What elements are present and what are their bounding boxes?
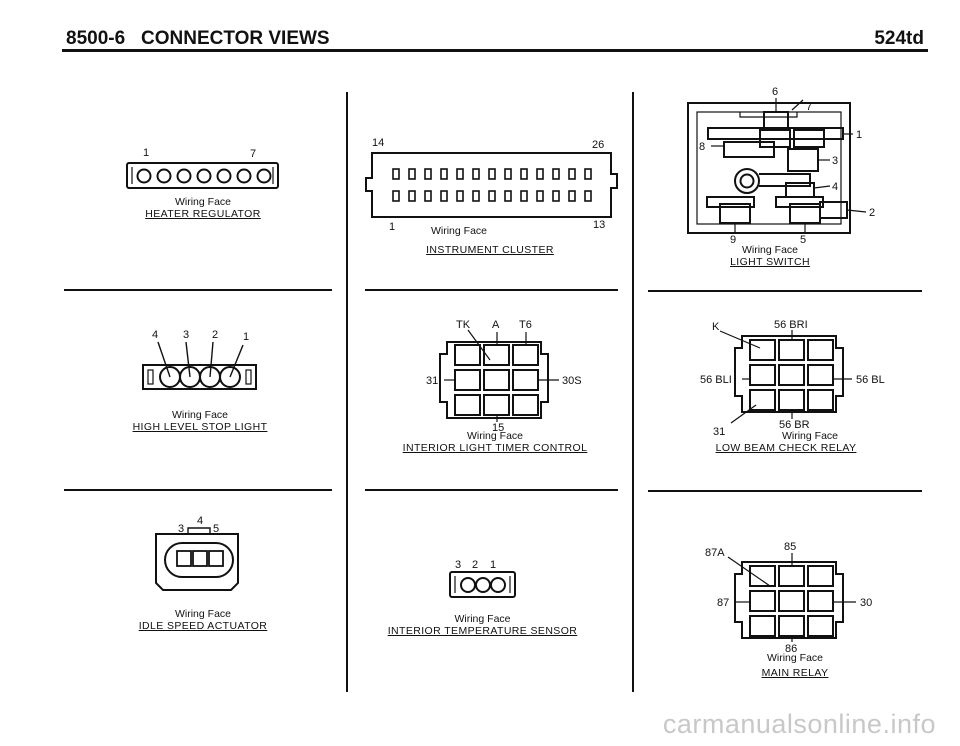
interior-light-timer-control-connector: TK A T6 31 30S 15	[426, 319, 582, 434]
pin-label: TK	[456, 319, 471, 331]
light-switch-connector: 6 7 8 1 3 4 2 9 5	[687, 86, 875, 246]
pin-label: 14	[372, 137, 384, 149]
wiring-face-label: Wiring Face	[174, 608, 231, 620]
pin-label: 26	[592, 139, 604, 151]
caption-heater-regulator: Wiring Face HEATER REGULATOR	[108, 196, 298, 220]
pin-label: 3	[455, 559, 461, 571]
pin-label: T6	[519, 319, 532, 331]
connector-title: MAIN RELAY	[761, 667, 829, 679]
caption-instrument-cluster-title: INSTRUMENT CLUSTER	[380, 244, 600, 256]
pin-label: 8	[699, 141, 705, 153]
pin-label: K	[712, 321, 720, 333]
pin-label: 6	[772, 86, 778, 98]
connector-title: LOW BEAM CHECK RELAY	[715, 442, 857, 454]
connector-title: HEATER REGULATOR	[145, 208, 261, 220]
row-divider	[64, 489, 332, 491]
heater-regulator-connector: 1 7	[126, 147, 279, 189]
caption-interior-temperature-sensor: Wiring Face INTERIOR TEMPERATURE SENSOR	[355, 613, 610, 637]
pin-label: 3	[832, 155, 838, 167]
header-rule	[62, 49, 928, 52]
wiring-face-label: Wiring Face	[430, 225, 487, 237]
connector-title: HIGH LEVEL STOP LIGHT	[132, 421, 268, 433]
pin-label: 85	[784, 541, 796, 553]
row-divider	[648, 490, 922, 492]
column-divider-right	[632, 92, 634, 692]
pin-label: 30S	[562, 375, 582, 387]
pin-label: 4	[832, 181, 838, 193]
interior-temperature-sensor-connector: 3 2 1	[449, 559, 516, 598]
caption-interior-light-timer-control: Wiring Face INTERIOR LIGHT TIMER CONTROL	[360, 430, 630, 454]
main-relay-connector: 87A 85 87 30 86	[705, 541, 872, 655]
column-divider-left	[346, 92, 348, 692]
pin-label: 2	[472, 559, 478, 571]
wiring-face-label: Wiring Face	[174, 196, 231, 208]
caption-low-beam-check-relay: Wiring Face LOW BEAM CHECK RELAY	[715, 430, 885, 454]
connector-title: INTERIOR TEMPERATURE SENSOR	[387, 625, 578, 637]
low-beam-check-relay-connector: K 56 BRI 56 BLI 56 BL 31 56 BR	[700, 319, 885, 438]
pin-label: A	[492, 319, 500, 331]
pin-label: 1	[143, 147, 149, 159]
pin-label: 31	[426, 375, 438, 387]
row-divider	[365, 289, 618, 291]
page-header-title: 8500-6 CONNECTOR VIEWS	[66, 28, 330, 49]
wiring-face-label: Wiring Face	[781, 430, 838, 442]
pin-label: 7	[250, 148, 256, 160]
pin-label: 86	[785, 643, 797, 655]
page-code: 524td	[874, 28, 924, 49]
pin-label: 4	[197, 515, 203, 527]
pin-label: 1	[490, 559, 496, 571]
pin-label: 7	[806, 101, 812, 113]
pin-label: 31	[713, 426, 725, 438]
connector-title: INTERIOR LIGHT TIMER CONTROL	[402, 442, 588, 454]
row-divider	[365, 489, 618, 491]
caption-light-switch: Wiring Face LIGHT SWITCH	[700, 244, 840, 268]
pin-label: 56 BR	[779, 419, 810, 431]
pin-label: 3	[178, 523, 184, 535]
pin-label: 30	[860, 597, 872, 609]
wiring-face-label: Wiring Face	[741, 244, 798, 256]
connector-title: LIGHT SWITCH	[730, 256, 810, 268]
pin-label: 1	[243, 331, 249, 343]
wiring-face-label: Wiring Face	[766, 652, 823, 664]
wiring-face-label: Wiring Face	[171, 409, 228, 421]
pin-label: 2	[869, 207, 875, 219]
pin-label: 56 BL	[856, 374, 885, 386]
caption-instrument-cluster: Wiring Face	[399, 225, 519, 237]
wiring-face-label: Wiring Face	[466, 430, 523, 442]
connector-title: INSTRUMENT CLUSTER	[426, 244, 554, 256]
pin-label: 1	[389, 221, 395, 233]
caption-main-relay: Wiring Face MAIN RELAY	[735, 652, 855, 679]
connector-title: IDLE SPEED ACTUATOR	[138, 620, 268, 632]
pin-label: 56 BLI	[700, 374, 732, 386]
caption-high-level-stop-light: Wiring Face HIGH LEVEL STOP LIGHT	[100, 409, 300, 433]
pin-label: 87	[717, 597, 729, 609]
instrument-cluster-connector: 14 26 1 13	[365, 137, 618, 233]
high-level-stop-light-connector: 4 3 2 1	[142, 329, 257, 390]
pin-label: 2	[212, 329, 218, 341]
pin-label: 15	[492, 422, 504, 434]
wiring-face-label: Wiring Face	[454, 613, 511, 625]
row-divider	[648, 290, 922, 292]
pin-label: 13	[593, 219, 605, 231]
pin-label: 1	[856, 129, 862, 141]
pin-label: 3	[183, 329, 189, 341]
pin-label: 87A	[705, 547, 725, 559]
row-divider	[64, 289, 332, 291]
idle-speed-actuator-connector: 3 4 5	[155, 515, 239, 591]
pin-label: 5	[800, 234, 806, 246]
watermark: carmanualsonline.info	[662, 709, 936, 739]
pin-label: 56 BRI	[774, 319, 808, 331]
pin-label: 5	[213, 523, 219, 535]
pin-label: 4	[152, 329, 158, 341]
caption-idle-speed-actuator: Wiring Face IDLE SPEED ACTUATOR	[108, 608, 298, 632]
pin-label: 9	[730, 234, 736, 246]
